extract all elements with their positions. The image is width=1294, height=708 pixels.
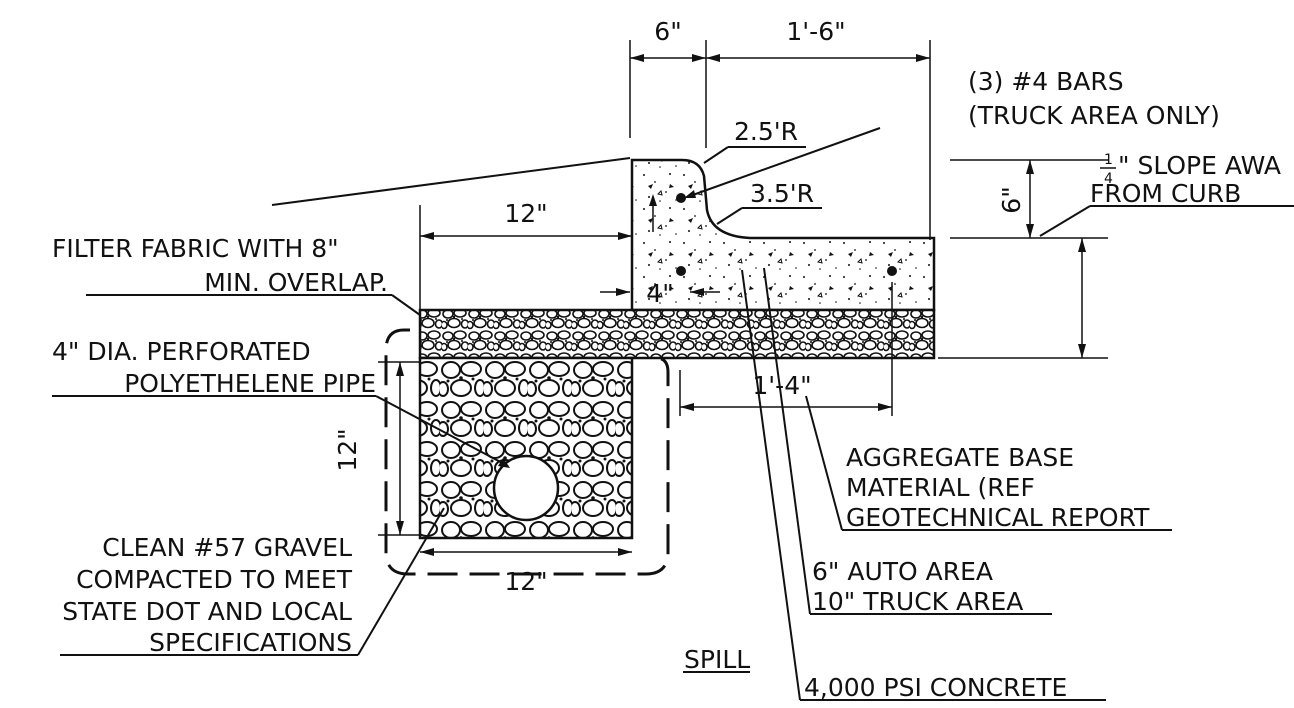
filter-fabric-outline xyxy=(384,328,670,576)
rebar-bars xyxy=(676,193,897,276)
radius-top-label: 2.5'R xyxy=(734,117,798,146)
slope-fraction-denominator: 4 xyxy=(1104,171,1113,187)
leader-lines xyxy=(52,127,1294,701)
slope-note-line2: FROM CURB xyxy=(1090,179,1241,208)
dim-curb-offset: 4" xyxy=(646,279,673,308)
gravel-note-line1: CLEAN #57 GRAVEL xyxy=(102,533,352,562)
aggregate-note-line3: GEOTECHNICAL REPORT xyxy=(846,503,1150,532)
filter-fabric-line1: FILTER FABRIC WITH 8" xyxy=(52,234,339,263)
dim-trench-bottom-width: 12" xyxy=(504,567,547,596)
thickness-note-line1: 6" AUTO AREA xyxy=(812,557,993,586)
dim-slab-bottom: 1'-4" xyxy=(752,371,811,400)
radius-bottom-label: 3.5'R xyxy=(750,179,814,208)
dim-trench-top-width: 12" xyxy=(504,199,547,228)
pipe-note-line2: POLYETHELENE PIPE xyxy=(124,369,376,398)
bars-note-line1: (3) #4 BARS xyxy=(968,67,1124,96)
perforated-pipe xyxy=(492,454,560,522)
dim-gutter-width: 1'-6" xyxy=(786,17,845,46)
slope-fraction-numerator: 1 xyxy=(1104,152,1113,168)
gravel-note-line3: STATE DOT AND LOCAL xyxy=(62,597,352,626)
aggregate-note-line2: MATERIAL (REF xyxy=(846,473,1035,502)
dim-curb-height: 6" xyxy=(997,186,1026,213)
pipe-note-line1: 4" DIA. PERFORATED xyxy=(52,337,311,366)
gravel-note-line4: SPECIFICATIONS xyxy=(149,628,352,657)
dimension-arrowheads xyxy=(396,54,1086,556)
thickness-note-line2: 10" TRUCK AREA xyxy=(812,587,1023,616)
concrete-note: 4,000 PSI CONCRETE xyxy=(804,673,1067,702)
bars-note-line2: (TRUCK AREA ONLY) xyxy=(968,101,1220,130)
spill-label: SPILL xyxy=(684,645,750,674)
filter-fabric-line2: MIN. OVERLAP. xyxy=(204,268,388,297)
dim-trench-depth: 12" xyxy=(333,428,362,471)
slope-note: 1 4 " SLOPE AWA FROM CURB xyxy=(1090,151,1281,208)
dim-curb-top: 6" xyxy=(654,17,681,46)
aggregate-note-line1: AGGREGATE BASE xyxy=(846,443,1074,472)
slope-note-line1: " SLOPE AWA xyxy=(1118,151,1281,180)
gravel-note-line2: COMPACTED TO MEET xyxy=(76,565,353,594)
aggregate-base-layer xyxy=(418,308,936,360)
concrete-curb-and-slab xyxy=(630,158,936,312)
